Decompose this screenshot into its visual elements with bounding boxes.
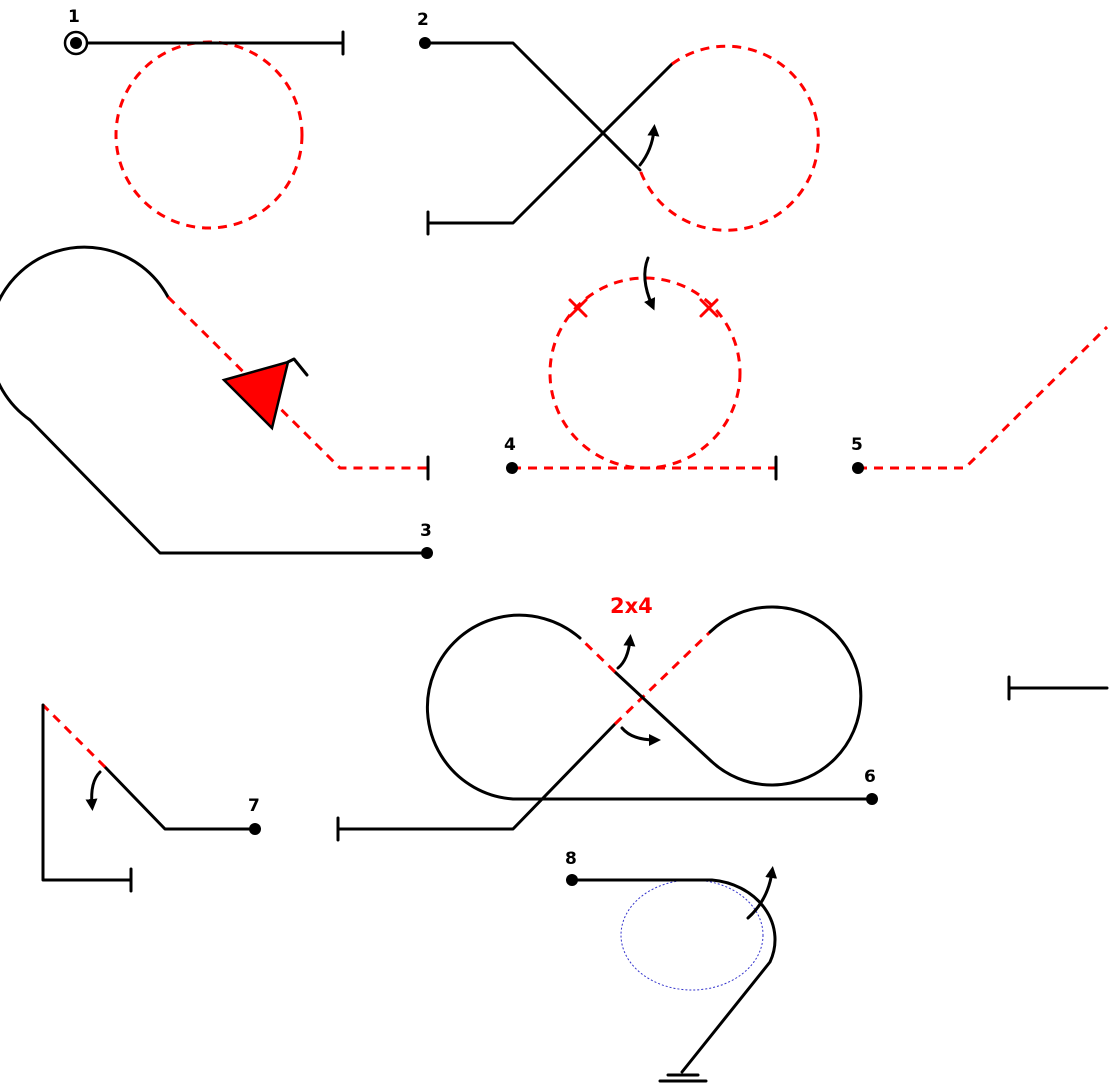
figure-label-1: 1 (68, 7, 80, 27)
track-dashed-a (613, 630, 712, 726)
figure-label-6: 6 (864, 767, 876, 787)
track-dashed (166, 295, 428, 470)
loop-circle-dashed (114, 40, 304, 230)
track-line (103, 765, 257, 831)
loop-left (425, 613, 874, 801)
triangle-flag (286, 357, 309, 377)
track-line (570, 878, 777, 1074)
figure-8: 8 (565, 849, 778, 1083)
figure-label-8: 8 (565, 849, 577, 869)
dot-icon (852, 462, 864, 474)
curved-arrow-icon (620, 726, 661, 746)
x-mark-icon (699, 298, 719, 318)
track-dashed (858, 325, 1109, 470)
figure-label-4: 4 (504, 435, 516, 455)
figure-3: 3 (0, 245, 433, 559)
figure-edge-right (1007, 675, 1109, 701)
figure-label-7: 7 (248, 796, 260, 816)
curved-arrow-icon (746, 866, 778, 920)
figure-7: 7 (41, 703, 261, 893)
track-dashed-b (578, 636, 617, 674)
dot-icon (566, 874, 578, 886)
loop-right (613, 605, 863, 787)
track-line-a (336, 722, 617, 831)
figure-2: 2 (417, 10, 820, 236)
figure-5: 5 (851, 325, 1109, 474)
track-line-vertical (41, 703, 133, 882)
dot-icon (506, 462, 518, 474)
dot-icon (421, 547, 433, 559)
figure-label-5: 5 (851, 435, 863, 455)
curved-arrow-icon (85, 770, 102, 811)
target-dot-center (70, 37, 82, 49)
dot-icon (249, 823, 261, 835)
dot-icon (419, 37, 431, 49)
track-line-b (426, 62, 674, 225)
figure-label-2: 2 (417, 10, 429, 30)
figure-4: 4 (504, 256, 778, 481)
repeat-label: 2x4 (610, 594, 653, 618)
dot-icon (866, 793, 878, 805)
curved-arrow-icon (638, 124, 660, 167)
x-mark-icon (568, 298, 588, 318)
figure-1: 1 (63, 7, 345, 230)
figure-label-3: 3 (420, 521, 432, 541)
track-line-a (423, 41, 642, 172)
track-line (0, 245, 429, 555)
track-dashed (41, 703, 107, 769)
end-bar-icon (658, 1073, 708, 1083)
curved-arrow-icon (643, 256, 656, 311)
figure-6: 6 2x4 (336, 594, 878, 842)
loop-dashed (638, 44, 820, 232)
triangle-icon (221, 360, 290, 431)
curved-arrow-icon (616, 634, 636, 670)
thin-dotted-loop (620, 879, 764, 991)
